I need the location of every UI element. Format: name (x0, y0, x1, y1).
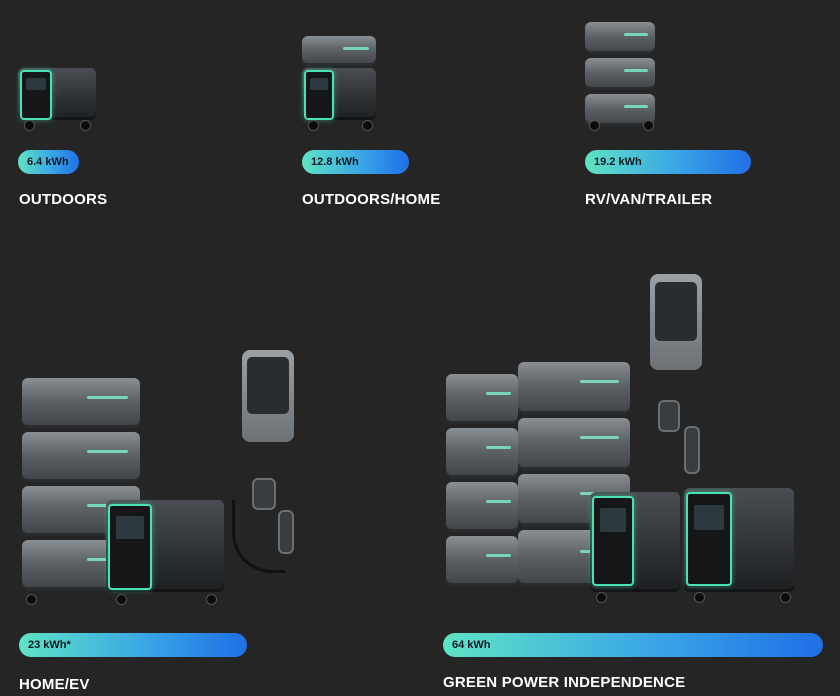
product-image (20, 350, 310, 612)
capacity-badge: 19.2 kWh (585, 150, 751, 174)
card-title: GREEN POWER INDEPENDENCE (443, 674, 686, 691)
card-title: RV/VAN/TRAILER (585, 191, 713, 208)
product-image (585, 22, 657, 131)
card-green-power-independence[interactable]: 64 kWh GREEN POWER INDEPENDENCE (420, 260, 840, 696)
capacity-badge: 6.4 kWh (18, 150, 79, 174)
card-outdoors-home[interactable]: 12.8 kWh OUTDOORS/HOME (280, 0, 560, 220)
card-outdoors[interactable]: 6.4 kWh OUTDOORS (0, 0, 280, 220)
product-image (444, 274, 824, 610)
product-image (18, 68, 96, 131)
card-title: HOME/EV (19, 676, 90, 693)
capacity-badge: 23 kWh* (19, 633, 247, 657)
capacity-badge: 64 kWh (443, 633, 823, 657)
capacity-badge: 12.8 kWh (302, 150, 409, 174)
card-home-ev[interactable]: 23 kWh* HOME/EV (0, 340, 420, 696)
card-title: OUTDOORS (19, 191, 108, 208)
card-title: OUTDOORS/HOME (302, 191, 441, 208)
card-rv-van-trailer[interactable]: 19.2 kWh RV/VAN/TRAILER (560, 0, 840, 220)
product-image (302, 36, 378, 131)
